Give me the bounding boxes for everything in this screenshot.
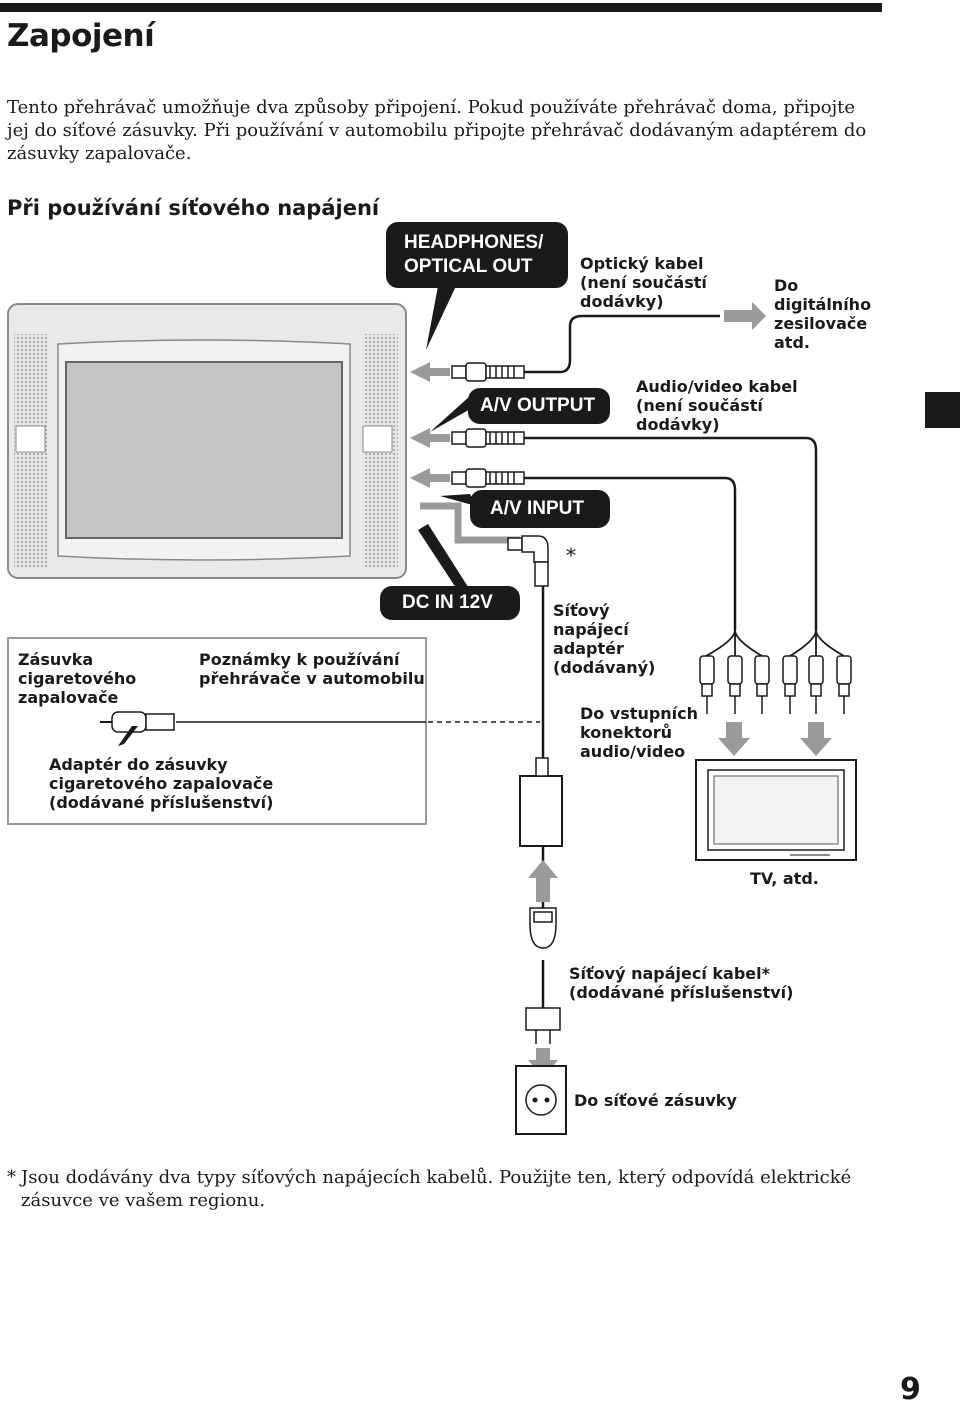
power-cord-connector	[529, 907, 557, 949]
av-cable-line2: (není součástí	[636, 396, 763, 415]
to-amplifier-line1: Do	[774, 276, 799, 295]
optical-cable-line3: dodávky)	[580, 292, 664, 311]
port-arrows	[410, 362, 450, 488]
optical-cable-line2: (není součástí	[580, 273, 707, 292]
car-adapter-label: Adaptér do zásuvky cigaretového zapalova…	[49, 755, 273, 812]
asterisk-text: *	[566, 543, 576, 567]
player-unit	[7, 303, 407, 579]
ac-adapter-line3: adaptér	[553, 639, 624, 658]
to-av-inputs-line2: konektorů	[580, 723, 673, 742]
port-headphones-line2: OPTICAL OUT	[404, 256, 533, 277]
arrow-to-tv-left	[718, 722, 750, 756]
ac-adapter-line4: (dodávaný)	[553, 658, 656, 677]
section-heading: Při používání síťového napájení	[7, 196, 380, 220]
jack-plugs	[451, 362, 525, 488]
car-note-title-line1: Poznámky k používání	[199, 650, 400, 669]
to-amplifier-line4: atd.	[774, 333, 810, 352]
optical-cable-label: Optický kabel (není součástí dodávky)	[580, 254, 707, 311]
av-cable-label: Audio/video kabel (není součástí dodávky…	[636, 377, 798, 434]
wall-outlet-label: Do síťové zásuvky	[574, 1091, 737, 1110]
arrow-to-outlet	[528, 1048, 558, 1078]
car-note-title-line2: přehrávače v automobilu	[199, 669, 425, 688]
av-cable-line1: Audio/video kabel	[636, 377, 798, 396]
port-av-output: A/V OUTPUT	[468, 388, 610, 424]
av-cable-line3: dodávky)	[636, 415, 720, 434]
to-av-inputs-label: Do vstupních konektorů audio/video	[580, 704, 698, 761]
footnote-mark: *	[7, 1167, 16, 1188]
arrow-to-adapter	[528, 860, 558, 902]
to-av-inputs-line1: Do vstupních	[580, 704, 699, 723]
arrow-to-tv-right	[800, 722, 832, 756]
port-dc-in-label: DC IN 12V	[402, 592, 493, 613]
page-title: Zapojení	[7, 18, 155, 54]
car-adapter-line1: Adaptér do zásuvky	[49, 755, 228, 774]
power-cord-label: Síťový napájecí kabel* (dodávané přísluš…	[569, 964, 793, 1002]
port-dc-in: DC IN 12V	[380, 586, 520, 620]
header-rule	[0, 3, 882, 12]
footnote-text: Jsou dodávány dva typy síťových napájecí…	[21, 1167, 852, 1211]
to-av-inputs-line3: audio/video	[580, 742, 686, 761]
port-av-output-label: A/V OUTPUT	[480, 395, 596, 416]
rca-heads	[699, 655, 852, 714]
section-tab-marker	[925, 392, 960, 428]
ac-adapter-label: Síťový napájecí adaptér (dodávaný)	[553, 601, 655, 677]
dc-plug	[507, 535, 549, 587]
car-adapter-line3: (dodávané příslušenství)	[49, 793, 274, 812]
cigarette-socket-line3: zapalovače	[18, 688, 119, 707]
ac-adapter-box	[519, 775, 563, 847]
ac-adapter-line2: napájecí	[553, 620, 629, 639]
wall-outlet	[515, 1065, 567, 1135]
car-note-title: Poznámky k používání přehrávače v automo…	[199, 650, 425, 688]
car-note-box	[7, 637, 540, 825]
cigarette-socket-line2: cigaretového	[18, 669, 137, 688]
tv-set	[695, 759, 857, 861]
car-adapter-line2: cigaretového zapalovače	[49, 774, 274, 793]
cigarette-socket-label: Zásuvka cigaretového zapalovače	[18, 650, 136, 707]
cigarette-socket-line1: Zásuvka	[18, 650, 94, 669]
wall-plug	[525, 1007, 561, 1044]
asterisk-mark: *	[566, 543, 576, 567]
rca-plugs	[705, 629, 845, 657]
cables	[524, 314, 818, 1008]
intro-paragraph: Tento přehrávač umožňuje dva způsoby při…	[7, 97, 867, 164]
tv-label: TV, atd.	[750, 869, 819, 888]
port-headphones-optical: HEADPHONES/ OPTICAL OUT	[386, 222, 568, 288]
to-amplifier-label: Do digitálního zesilovače atd.	[774, 276, 871, 352]
port-headphones-line1: HEADPHONES/	[404, 232, 544, 253]
to-amplifier-line3: zesilovače	[774, 314, 868, 333]
optical-cable-line1: Optický kabel	[580, 254, 704, 273]
power-cord-line1: Síťový napájecí kabel*	[569, 964, 770, 983]
ac-adapter-line1: Síťový	[553, 601, 610, 620]
page-number: 9	[900, 1372, 921, 1407]
ac-adapter-plug	[535, 757, 549, 777]
port-av-input: A/V INPUT	[470, 490, 610, 528]
power-cord-line2: (dodávané příslušenství)	[569, 983, 794, 1002]
dc-path	[420, 502, 520, 544]
footnote: * Jsou dodávány dva typy síťových napáje…	[7, 1166, 887, 1212]
callout-pointers	[418, 286, 476, 594]
to-amplifier-line2: digitálního	[774, 295, 872, 314]
port-av-input-label: A/V INPUT	[490, 498, 584, 519]
arrow-to-amplifier	[724, 302, 766, 330]
